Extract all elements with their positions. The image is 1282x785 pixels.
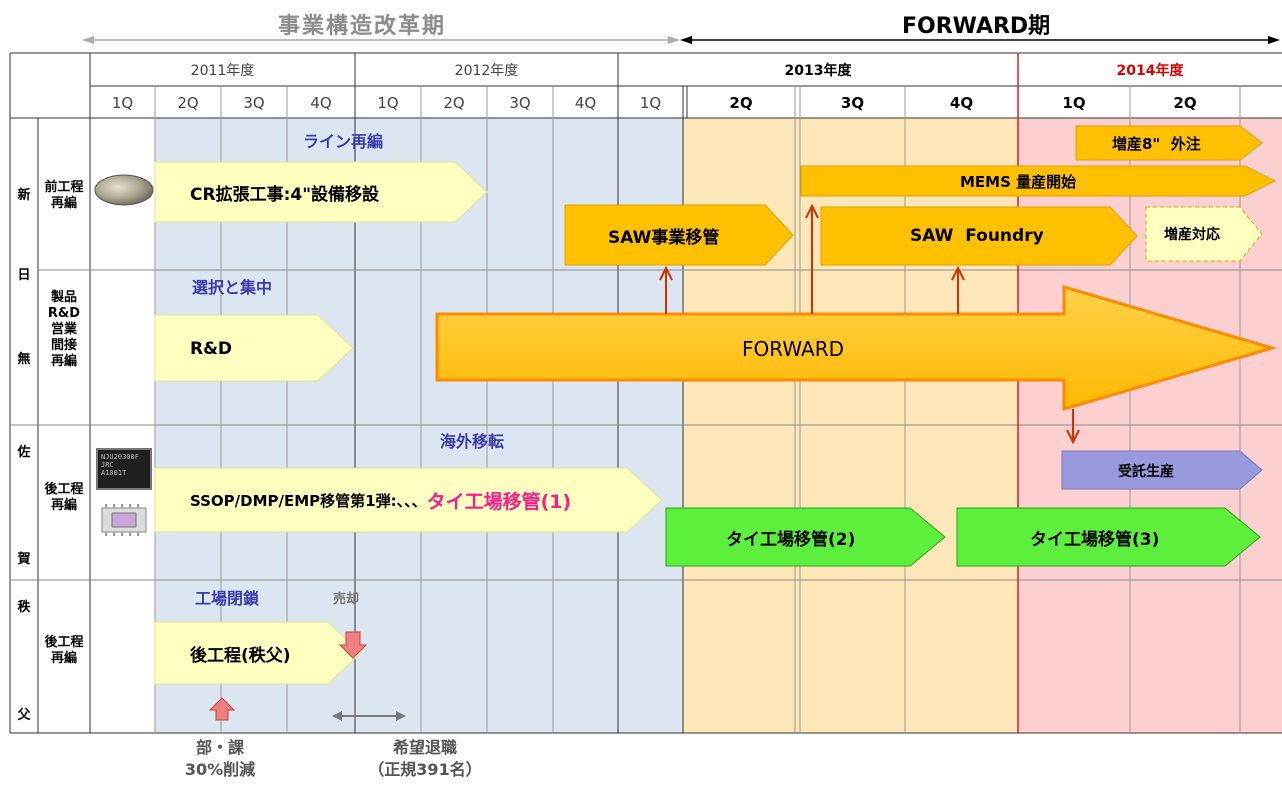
ic-chip-image: NJU20300F JRC A1001T <box>96 448 152 490</box>
footnote-kibo-line2: （正規391名） <box>368 760 482 779</box>
group-label-shinnichimu-2: 日 <box>17 268 31 283</box>
group-label-chichibu-2: 父 <box>17 708 31 723</box>
row-label-back-process-saga: 後工程 再編 <box>44 482 84 513</box>
quarter: 2Q <box>443 94 465 112</box>
ssop-arrow <box>154 467 663 533</box>
year-2013: 2013年度 <box>784 63 852 79</box>
quarter: 4Q <box>949 94 974 112</box>
footnote-bu-ka-line2: 30%削減 <box>184 760 256 779</box>
cr-arrow <box>154 161 488 223</box>
bu-up-arrow <box>208 697 236 721</box>
section-factory-close: 工場閉鎖 <box>195 589 260 608</box>
reform-period-title: 事業構造改革期 <box>278 14 447 39</box>
ssop-label: SSOP/DMP/EMP移管第1弾:、、、タイ工場移管(1) <box>190 487 571 513</box>
row-label-product: 製品 R&D 営業 間接 再編 <box>47 290 81 369</box>
saw-foundry-label: SAW Foundry <box>910 226 1044 246</box>
footnote-kibo: 希望退職 （正規391名） <box>355 737 495 781</box>
chichibu-back-label: 後工程(秩父) <box>190 645 291 666</box>
group-label-saga-2: 賀 <box>17 552 31 567</box>
tai3-label: タイ工場移管(3) <box>1030 529 1160 550</box>
row-label-front-process: 前工程 再編 <box>44 180 84 211</box>
section-select-focus: 選択と集中 <box>192 278 273 297</box>
section-overseas: 海外移転 <box>440 432 505 451</box>
saw-move-arrow <box>564 204 794 266</box>
zosan-taio-label: 増産対応 <box>1164 227 1220 243</box>
saw-move-label: SAW事業移管 <box>608 227 720 248</box>
zosan-taio-arrow <box>1145 206 1263 262</box>
sale-down-arrow <box>338 631 368 659</box>
footnote-bu-ka-line1: 部・課 <box>195 738 244 757</box>
mems-arrow <box>800 165 1277 197</box>
forward-label: FORWARD <box>742 337 844 361</box>
quarter: 4Q <box>574 94 597 112</box>
footnote-kibo-line1: 希望退職 <box>392 738 457 757</box>
tai3-arrow <box>956 507 1261 567</box>
quarter: 2Q <box>177 94 199 112</box>
tai1-text: タイ工場移管(1) <box>426 490 572 513</box>
row-label-back-process-chichibu: 後工程 再編 <box>44 635 84 666</box>
section-line-reorg: ライン再編 <box>303 132 384 151</box>
group-label-shinnichimu-3: 無 <box>17 352 31 367</box>
group-label-chichibu-1: 秩 <box>17 600 31 615</box>
forward-period-title: FORWARD期 <box>902 14 1051 39</box>
quarter: 1Q <box>639 94 662 112</box>
jutaku-arrow <box>1061 450 1263 490</box>
quarter: 1Q <box>377 94 399 112</box>
package-image <box>101 504 147 536</box>
rd-label: R&D <box>190 339 233 359</box>
year-2011: 2011年度 <box>190 63 255 79</box>
section-sale: 売却 <box>333 592 360 607</box>
saw-foundry-arrow <box>820 206 1138 266</box>
quarter: 1Q <box>111 94 134 112</box>
group-label-saga-1: 佐 <box>17 445 31 460</box>
period-arrows <box>82 36 1280 44</box>
wafer-image <box>94 174 154 206</box>
forward-arrow <box>435 284 1278 412</box>
tai2-arrow <box>665 507 946 567</box>
jutaku-label: 受託生産 <box>1118 464 1174 480</box>
cr-label: CR拡張工事:4"設備移設 <box>190 184 380 205</box>
quarter: 3Q <box>243 94 265 112</box>
footnote-bu-ka: 部・課 30%削減 <box>165 737 275 781</box>
year-2014: 2014年度 <box>1116 63 1184 79</box>
quarter: 3Q <box>840 94 865 112</box>
mems-label: MEMS 量産開始 <box>960 172 1077 191</box>
quarter: 2Q <box>729 94 753 112</box>
tai2-label: タイ工場移管(2) <box>726 529 856 550</box>
year-2012: 2012年度 <box>454 63 519 79</box>
chichibu-back-arrow <box>154 621 362 685</box>
quarter: 4Q <box>310 94 332 112</box>
quarter: 2Q <box>1173 94 1197 112</box>
quarter: 3Q <box>509 94 531 112</box>
rd-arrow <box>154 314 354 382</box>
group-label-shinnichimu-1: 新 <box>17 188 31 203</box>
zosan8-arrow <box>1075 125 1263 161</box>
zosan8-label: 増産8" 外注 <box>1112 134 1201 153</box>
quarter: 1Q <box>1062 94 1086 112</box>
ssop-text: SSOP/DMP/EMP移管第1弾:、、、 <box>190 491 427 510</box>
